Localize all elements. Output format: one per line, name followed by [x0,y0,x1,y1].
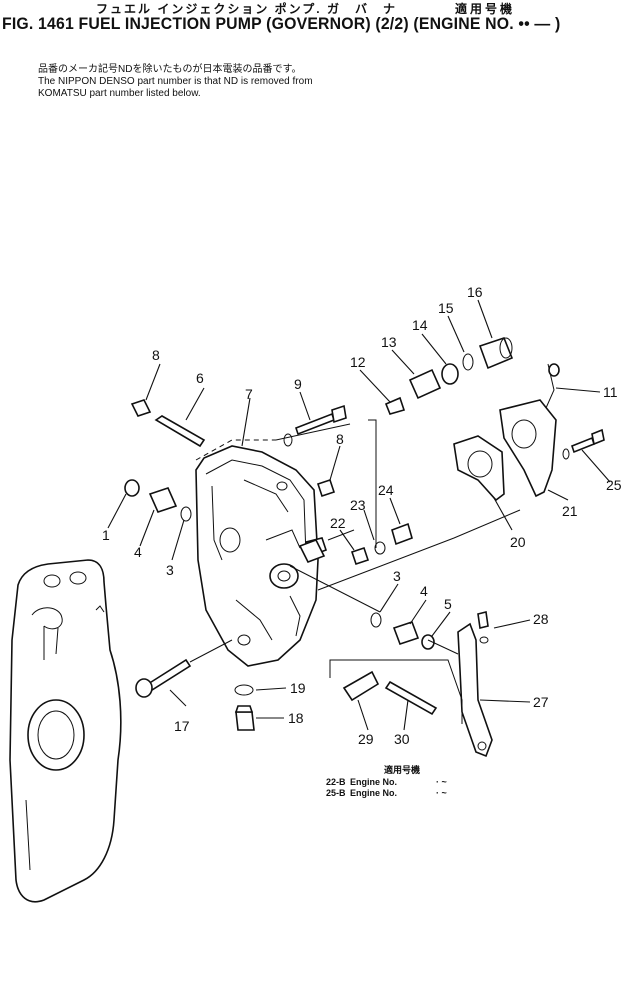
applicability-row2-label: Engine No. [350,788,397,798]
callout-3-left: 3 [166,562,174,578]
callout-28: 28 [533,611,549,627]
callout-18: 18 [288,710,304,726]
note-english-line2: KOMATSU part number listed below. [38,88,201,99]
applicability-row1-range: · ~ [436,777,447,787]
note-japanese: 品番のメーカ記号NDを除いたものが日本電装の品番です。 [38,64,302,75]
callout-23: 23 [350,497,366,513]
callout-4-right: 4 [420,583,428,599]
japanese-title: フュエル インジェクション ポンプ. ガ バ ナ [96,2,397,16]
applicability-row1-label: Engine No. [350,777,397,787]
callout-7: 7 [245,386,253,402]
callout-1: 1 [102,527,110,543]
callout-labels: 8 6 7 9 8 1 4 3 12 13 14 15 16 11 21 25 … [102,284,622,747]
callout-19: 19 [290,680,306,696]
callout-16: 16 [467,284,483,300]
callout-20: 20 [510,534,526,550]
callout-5: 5 [444,596,452,612]
callout-30: 30 [394,731,410,747]
applicability-row1-model: 22-B [326,777,346,787]
figure-title: FIG. 1461 FUEL INJECTION PUMP (GOVERNOR)… [2,14,561,33]
callout-9: 9 [294,376,302,392]
parts-drawings [124,337,605,758]
callout-4-left: 4 [134,544,142,560]
callout-3-right: 3 [393,568,401,584]
pump-housing-drawing [9,559,122,903]
callout-12: 12 [350,354,366,370]
callout-25: 25 [606,477,622,493]
callout-21: 21 [562,503,578,519]
callout-13: 13 [381,334,397,350]
applicability-row2-model: 25-B [326,788,346,798]
callout-22: 22 [330,515,346,531]
japanese-applicable-label: 適用号機 [455,2,516,16]
applicability-row2-range: · ~ [436,788,447,798]
callout-8-top: 8 [152,347,160,363]
callout-17: 17 [174,718,190,734]
leader-lines [107,299,611,731]
callout-29: 29 [358,731,374,747]
callout-24: 24 [378,482,394,498]
callout-15: 15 [438,300,454,316]
applicability-table: 適用号機 22-B Engine No. · ~ 25-B Engine No.… [326,764,447,798]
note-english-line1: The NIPPON DENSO part number is that ND … [38,76,313,87]
callout-8-right: 8 [336,431,344,447]
callout-27: 27 [533,694,549,710]
callout-6: 6 [196,370,204,386]
callout-14: 14 [412,317,428,333]
applicability-heading: 適用号機 [384,764,420,775]
callout-11: 11 [603,384,618,400]
